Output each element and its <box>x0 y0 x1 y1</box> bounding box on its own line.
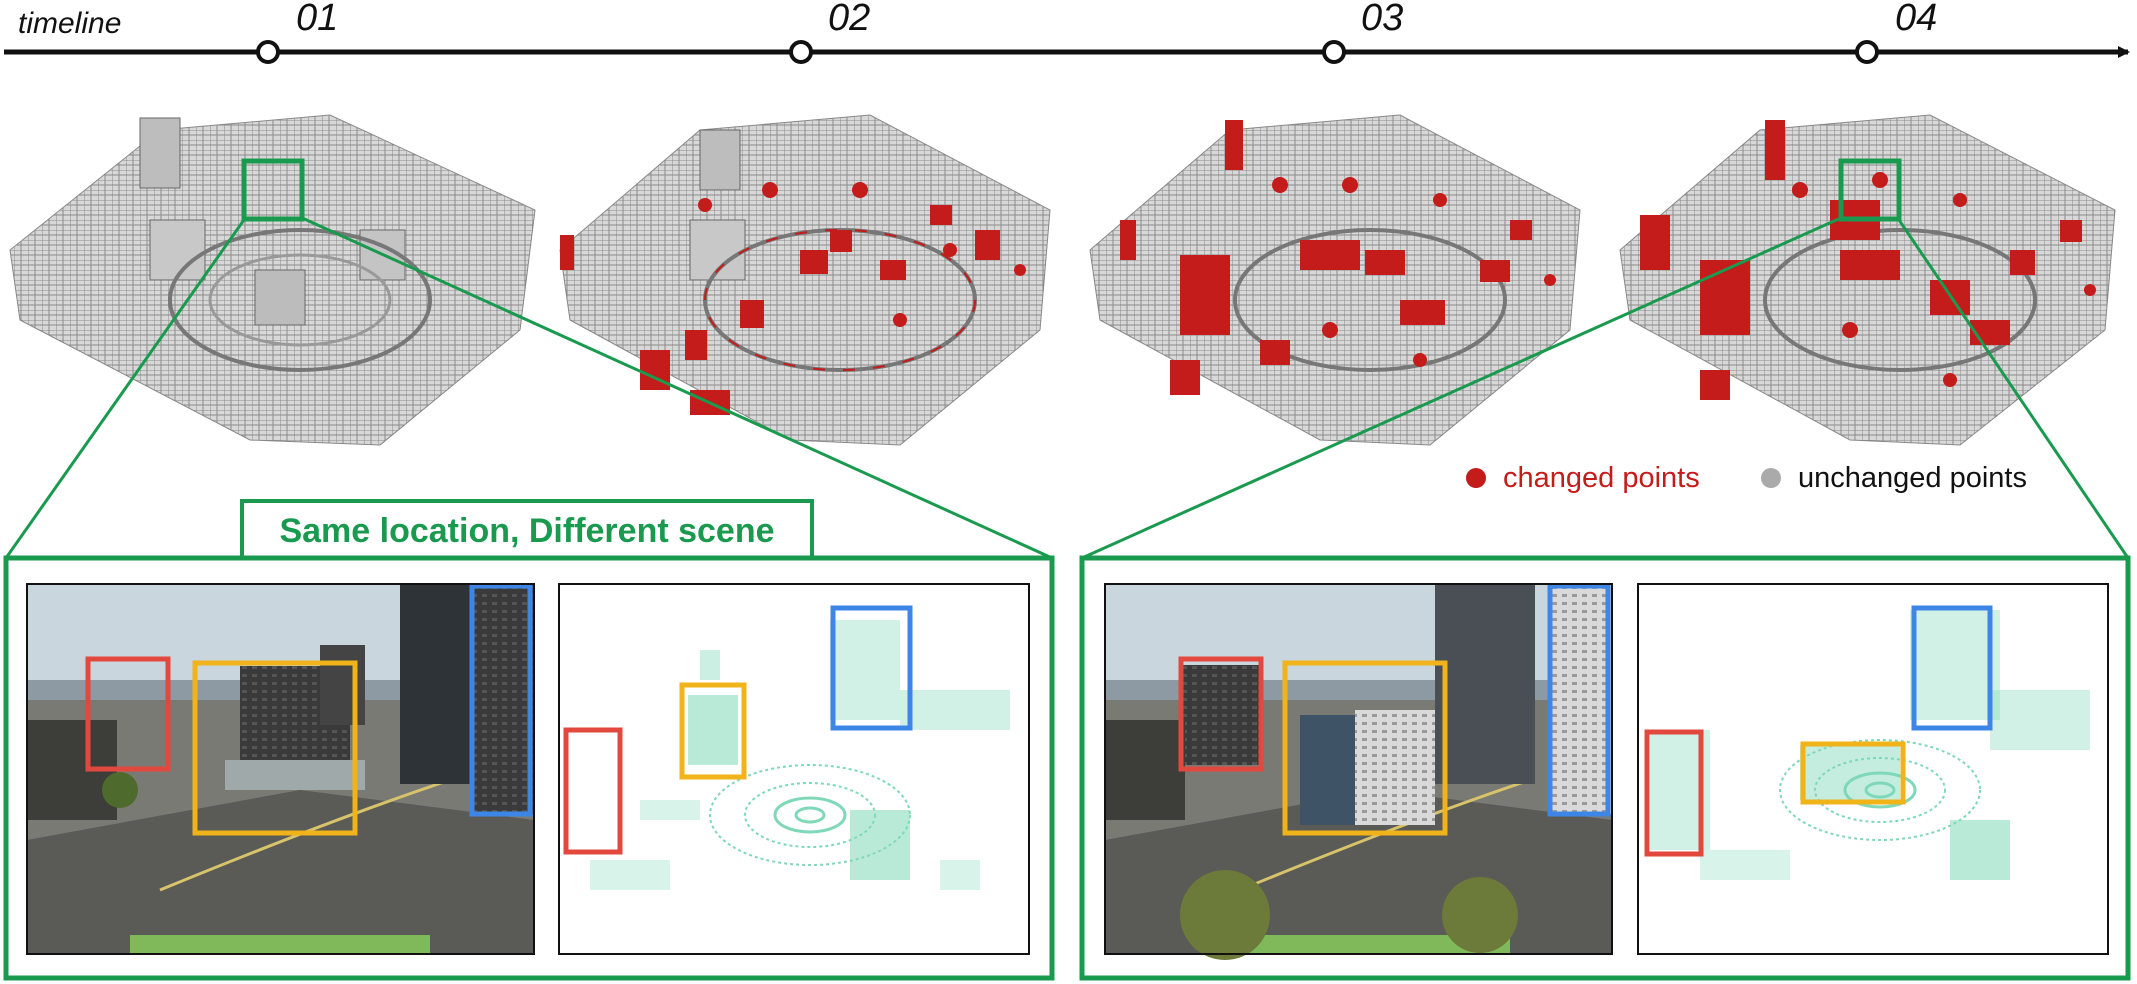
scene-panel-right <box>1079 555 2131 981</box>
timeline-node-04: 04 <box>1855 0 1937 64</box>
callout-title-box: Same location, Different scene <box>240 499 814 560</box>
timeline-label: timeline <box>18 7 121 40</box>
lidar-scan-time-01 <box>558 583 1030 955</box>
legend-unchanged-label: unchanged points <box>1798 462 2027 494</box>
timeline-step-02: 02 <box>828 0 870 39</box>
zoom-connector-lines <box>4 215 2130 560</box>
point-cloud-map-04 <box>1619 114 2116 446</box>
timeline: timeline 01 02 03 04 <box>4 0 2130 64</box>
timeline-step-04: 04 <box>1895 0 1937 39</box>
callout-title: Same location, Different scene <box>279 512 774 550</box>
zoom-region-map-04 <box>1838 158 1902 222</box>
timeline-node-03: 03 <box>1322 0 1403 64</box>
lidar-scan-time-04 <box>1637 583 2109 955</box>
timeline-step-01: 01 <box>296 0 338 39</box>
point-cloud-map-01 <box>9 114 536 446</box>
timeline-node-02: 02 <box>789 0 870 64</box>
timeline-node-01: 01 <box>256 0 338 64</box>
camera-image-time-01 <box>26 583 535 955</box>
timeline-step-03: 03 <box>1361 0 1403 39</box>
point-cloud-map-02 <box>559 114 1051 446</box>
scene-panel-left <box>3 555 1055 981</box>
camera-image-time-04 <box>1104 583 1613 960</box>
legend-changed-marker <box>1466 468 1486 488</box>
legend-changed-label: changed points <box>1503 462 1700 494</box>
legend-unchanged-marker <box>1761 468 1781 488</box>
zoom-region-map-01 <box>241 158 305 222</box>
point-cloud-map-03 <box>1089 114 1581 446</box>
legend: changed points unchanged points <box>1466 462 2027 494</box>
